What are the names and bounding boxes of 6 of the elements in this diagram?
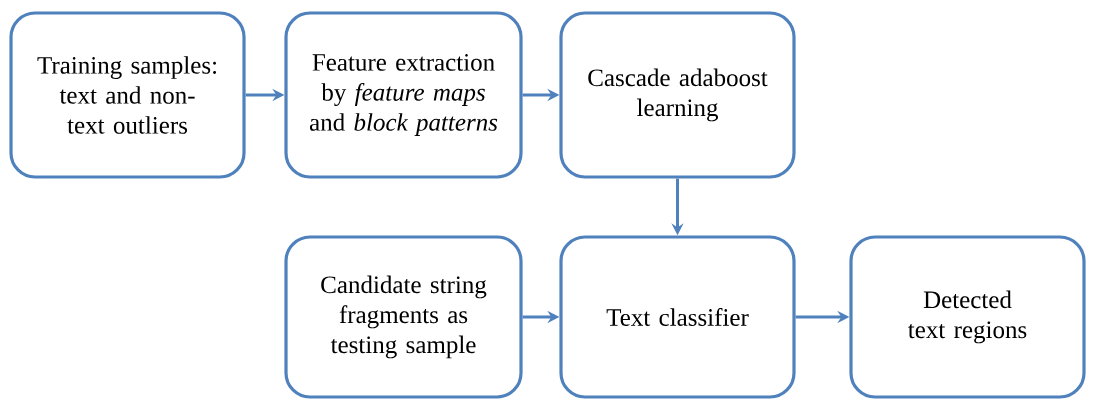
process-box: Candidate string fragments as testing sample bbox=[284, 235, 523, 399]
process-box: Detected text regions bbox=[849, 235, 1086, 399]
process-box: Cascade adaboost learning bbox=[559, 11, 796, 179]
process-box: Text classifier bbox=[559, 235, 796, 399]
process-box: Training samples: text and non-text outliers bbox=[9, 11, 246, 179]
process-box: Feature extraction by feature maps and block patterns bbox=[284, 11, 523, 179]
